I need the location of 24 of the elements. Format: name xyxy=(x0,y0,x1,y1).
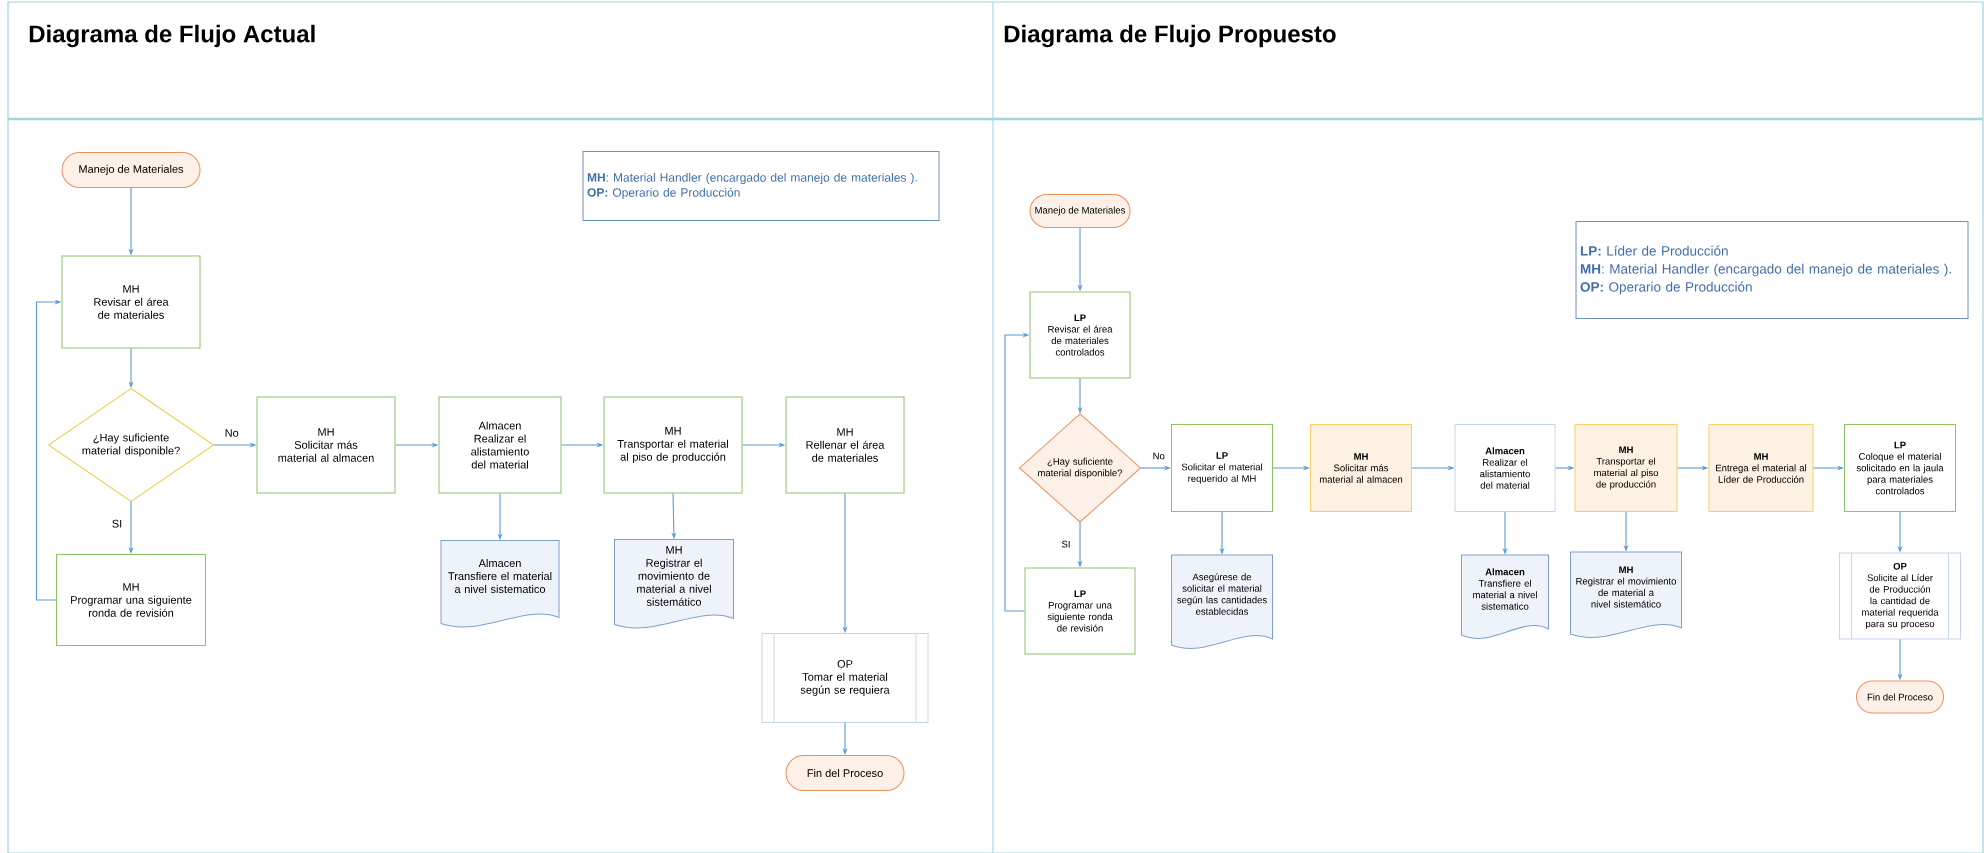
process-box: MH Solicitar más material al almacen xyxy=(1310,424,1412,512)
subprocess-box: OP Solicite al Líder de Producción la cantidad de material requerida para su proceso xyxy=(1839,552,1961,640)
panel-title: Diagrama de Flujo Actual xyxy=(29,24,315,48)
process-box: MH Rellenar el área de materiales xyxy=(785,396,905,494)
key-box: LP: Líder de Producción MH: Material Handler (encargado del manejo de materiales ). OP: Operario de Producción xyxy=(1575,221,1969,319)
edge-label: SI xyxy=(110,518,124,529)
edge-label: No xyxy=(1151,451,1166,461)
subprocess-box: OP Tomar el material según se requiera xyxy=(761,633,929,723)
process-box: Almacen Realizar el alistamiento del material xyxy=(438,396,562,494)
edge-label: SI xyxy=(1060,539,1072,549)
panel-title: Diagrama de Flujo Propuesto xyxy=(1004,24,1336,48)
process-box: LP Solicitar el material requerido al MH xyxy=(1171,424,1273,512)
process-box: MH Revisar el área de materiales xyxy=(61,255,201,349)
process-box: Almacen Realizar el alistamiento del material xyxy=(1454,424,1556,512)
process-box: MH Programar una siguiente ronda de revisión xyxy=(56,554,206,646)
process-box: MH Transportar el material al piso de producción xyxy=(603,396,743,494)
process-box: LP Revisar el área de materiales controlados xyxy=(1029,291,1131,379)
process-box: MH Solicitar más material al almacen xyxy=(256,396,396,494)
edge-label: No xyxy=(223,428,240,438)
process-box: MH Transportar el material al piso de producción xyxy=(1574,424,1678,512)
process-box: LP Programar una siguiente ronda de revisión xyxy=(1024,567,1136,655)
process-box: MH Entrega el material al Líder de Producción xyxy=(1708,424,1814,512)
process-box: LP Coloque el material solicitado en la jaula para materiales controlados xyxy=(1844,424,1956,512)
key-box: MH: Material Handler (encargado del manejo de materiales ). OP: Operario de Producción xyxy=(582,151,940,221)
